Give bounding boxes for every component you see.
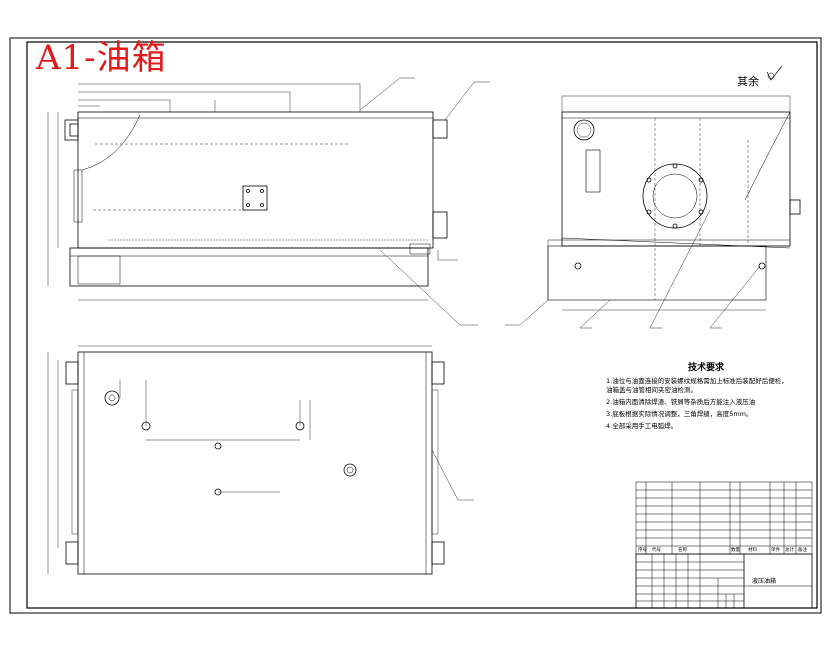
parts-list-header-qty: 数量 xyxy=(731,546,740,553)
drawing-name: 液压油箱 xyxy=(752,577,776,585)
parts-list xyxy=(635,481,813,555)
side-view-dimensions xyxy=(505,95,791,329)
top-view xyxy=(65,351,445,575)
parts-list-header-unit: 单件 xyxy=(771,546,780,553)
parts-list-header-no: 序号 xyxy=(638,546,647,553)
parts-list-header-remark: 备注 xyxy=(798,546,807,553)
technical-note-2: 2.油箱内面清除焊渣、铁屑等杂质后方能注入液压油 xyxy=(606,398,756,406)
inner-frame xyxy=(26,41,818,609)
side-view xyxy=(547,111,801,301)
roughness-note: 其余 xyxy=(737,75,759,88)
technical-requirements: 技术要求 1.油位与油面连接的安装螺纹规格需加上标准后装配好后便检， 油箱盖与油… xyxy=(606,360,806,434)
drawing-title: A1-油箱 xyxy=(36,38,167,78)
parts-list-header-total: 总计 xyxy=(785,546,794,553)
top-view-dimensions xyxy=(47,345,474,574)
technical-note-3: 3.底板根据实际情况调整，三角焊缝，高度5mm。 xyxy=(606,410,753,418)
parts-list-header-code: 代号 xyxy=(652,546,661,553)
outer-frame xyxy=(9,37,822,614)
front-view xyxy=(64,111,448,287)
technical-note-4: 4.全部采用手工电弧焊。 xyxy=(606,422,678,430)
technical-requirements-heading: 技术要求 xyxy=(687,363,724,373)
title-block xyxy=(635,553,813,609)
parts-list-header-material: 材料 xyxy=(748,546,757,553)
roughness-symbol xyxy=(766,65,783,81)
parts-list-header-name: 名称 xyxy=(678,546,687,553)
technical-note-1: 1.油位与油面连接的安装螺纹规格需加上标准后装配好后便检， 油箱盖与油管相间夹密… xyxy=(606,377,788,394)
front-view-dimensions xyxy=(47,77,490,326)
